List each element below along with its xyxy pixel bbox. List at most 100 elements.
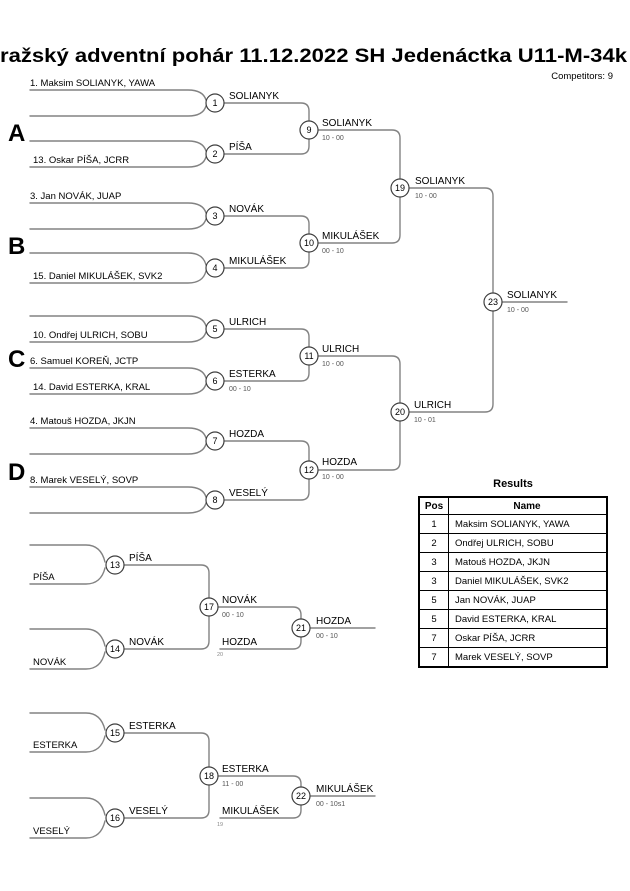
score-m19: 10 - 00	[415, 193, 437, 200]
match-number: 14	[110, 644, 120, 654]
score-m10: 00 - 10	[322, 248, 344, 255]
seed-entry: 8. Marek VESELÝ, SOVP	[30, 475, 138, 486]
match-number: 17	[204, 602, 214, 612]
winner-label-m2: PÍŠA	[229, 140, 252, 153]
bracket-line	[29, 331, 207, 343]
winner-label-m6: ESTERKA	[229, 369, 276, 380]
match-number: 4	[212, 263, 217, 273]
winner-label-m15: ESTERKA	[129, 721, 176, 732]
result-pos: 7	[418, 628, 449, 648]
match-node-11: 11	[299, 346, 319, 366]
match-node-4: 4	[205, 258, 225, 278]
match-number: 2	[212, 149, 217, 159]
winner-label-m11: ULRICH	[322, 344, 359, 355]
match-node-10: 10	[299, 233, 319, 253]
bracket-line	[317, 196, 401, 244]
match-number: 21	[296, 623, 306, 633]
winner-label-m13: PÍŠA	[129, 551, 152, 564]
score-m18: 11 - 00	[222, 781, 243, 788]
winner-label-m14: NOVÁK	[129, 635, 164, 648]
bracket-line	[29, 651, 106, 670]
score-m6: 00 - 10	[229, 386, 251, 393]
winner-label-m20: ULRICH	[414, 400, 451, 411]
bracket-line	[29, 252, 207, 266]
match-node-8: 8	[205, 490, 225, 510]
match-node-2: 2	[205, 144, 225, 164]
bracket-line	[123, 784, 210, 819]
match-node-3: 3	[205, 206, 225, 226]
bracket-line	[29, 820, 106, 839]
score-m9: 10 - 00	[322, 135, 344, 142]
match-node-13: 13	[105, 555, 125, 575]
winner-label-m19: SOLIANYK	[415, 176, 465, 187]
match-number: 8	[212, 495, 217, 505]
match-number: 6	[212, 376, 217, 386]
match-node-22: 22	[291, 786, 311, 806]
bracket-line	[223, 328, 310, 348]
group-label-a: A	[8, 120, 25, 147]
feeder-label-m21: HOZDA	[222, 637, 257, 648]
seed-entry: 13. Oskar PÍŠA, JCRR	[33, 155, 129, 166]
bracket-line	[223, 364, 310, 382]
result-pos: 3	[418, 571, 449, 591]
match-node-16: 16	[105, 808, 125, 828]
group-label-c: C	[8, 346, 25, 373]
result-name: Jan NOVÁK, JUAP	[448, 590, 608, 610]
match-number: 20	[395, 407, 405, 417]
winner-label-m23: SOLIANYK	[507, 290, 557, 301]
entrant-label-m13: PÍŠA	[33, 572, 55, 583]
winner-label-m10: MIKULÁŠEK	[322, 229, 380, 242]
winner-label-m1: SOLIANYK	[229, 91, 279, 102]
bracket-line	[29, 797, 106, 816]
bracket-line	[408, 310, 494, 413]
bracket-line	[219, 804, 302, 819]
score-m23: 10 - 00	[507, 307, 529, 314]
seed-entry: 4. Matouš HOZDA, JKJN	[30, 416, 136, 427]
bracket-line	[29, 486, 207, 498]
bracket-line	[223, 215, 310, 235]
bracket-line	[317, 420, 401, 471]
feeder-source-m22: 19	[217, 822, 223, 828]
bracket-line	[29, 427, 207, 439]
score-m17: 00 - 10	[222, 612, 244, 619]
match-number: 9	[306, 125, 311, 135]
winner-label-m21: HOZDA	[316, 616, 351, 627]
seed-entry: 15. Daniel MIKULÁŠEK, SVK2	[33, 271, 162, 282]
entrant-label-m15: ESTERKA	[33, 740, 78, 751]
winner-label-m17: NOVÁK	[222, 593, 257, 606]
match-node-7: 7	[205, 431, 225, 451]
result-pos: 7	[418, 647, 449, 668]
match-number: 5	[212, 324, 217, 334]
bracket-line	[29, 443, 207, 455]
match-node-14: 14	[105, 639, 125, 659]
match-number: 18	[204, 771, 214, 781]
match-node-1: 1	[205, 93, 225, 113]
bracket-line	[123, 564, 210, 599]
bracket-line	[123, 732, 210, 768]
match-node-12: 12	[299, 460, 319, 480]
score-m21: 00 - 10	[316, 633, 338, 640]
result-name: Ondřej ULRICH, SOBU	[448, 533, 608, 553]
result-pos: 2	[418, 533, 449, 553]
result-name: Daniel MIKULÁŠEK, SVK2	[448, 571, 608, 591]
match-number: 12	[304, 465, 314, 475]
bracket-line	[29, 502, 207, 514]
match-node-18: 18	[199, 766, 219, 786]
match-node-21: 21	[291, 618, 311, 638]
match-number: 16	[110, 813, 120, 823]
result-name: Matouš HOZDA, JKJN	[448, 552, 608, 572]
entrant-label-m16: VESELÝ	[33, 826, 71, 837]
result-pos: 1	[418, 514, 449, 534]
bracket-line	[217, 775, 302, 788]
group-label-d: D	[8, 459, 25, 486]
result-pos: 5	[418, 609, 449, 629]
match-node-17: 17	[199, 597, 219, 617]
